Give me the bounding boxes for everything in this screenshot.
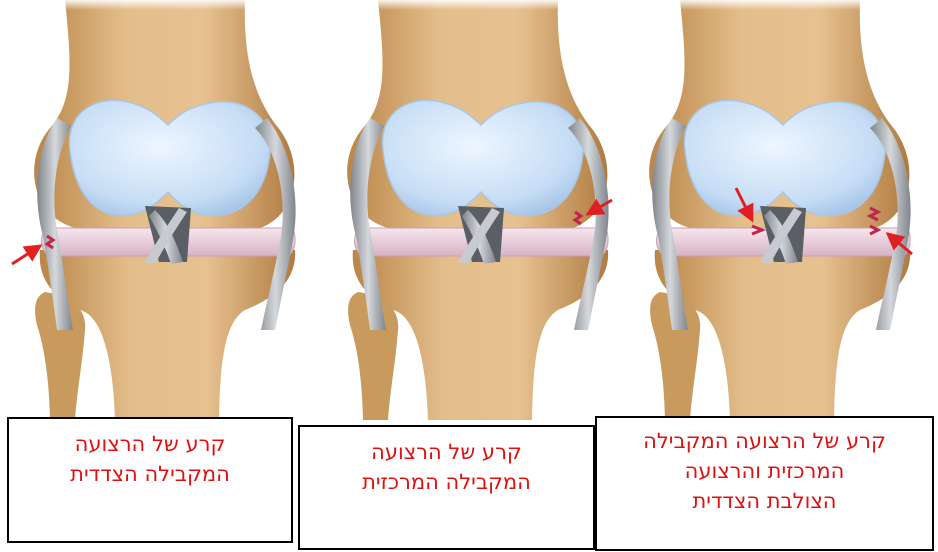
tear-mark-middle (575, 212, 581, 224)
knee-illustration-middle (347, 0, 608, 420)
tear-mark-left (47, 236, 53, 248)
caption-right: קרע של הרצועה המקבילה המרכזית והרצועה הצ… (643, 426, 886, 516)
arrow-left (12, 246, 40, 264)
caption-box-middle: קרע של הרצועה המקבילה המרכזית (298, 425, 595, 550)
caption-box-right: קרע של הרצועה המקבילה המרכזית והרצועה הצ… (595, 416, 934, 551)
caption-box-left: קרע של הרצועה המקבילה הצדדית (7, 417, 293, 543)
caption-left: קרע של הרצועה המקבילה הצדדית (70, 429, 230, 489)
knee-illustration-left (34, 0, 295, 420)
caption-middle: קרע של הרצועה המקבילה המרכזית (362, 437, 531, 497)
